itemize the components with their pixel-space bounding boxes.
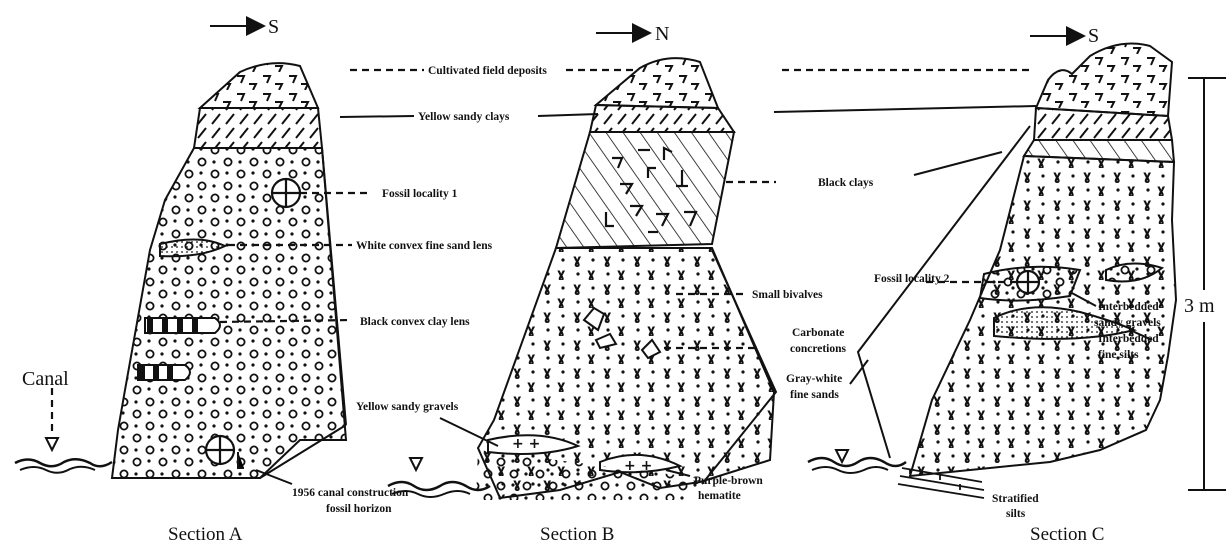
leader-yellow-clays-right (538, 114, 598, 116)
leader-gray-white-c (850, 360, 868, 384)
fossil-locality-1-symbol (272, 179, 300, 207)
section-c: S 3 m (774, 25, 1226, 545)
svg-text:+ +: + + (512, 436, 540, 452)
water-c (808, 458, 906, 466)
label-gray-white-2: fine sands (790, 389, 839, 401)
scale-label: 3 m (1184, 295, 1215, 317)
label-purple-1: Purple-brown (694, 475, 763, 487)
label-gray-white-1: Gray-white (786, 373, 842, 385)
direction-label-a: S (268, 16, 279, 38)
label-stratified-2: silts (1006, 508, 1026, 520)
black-clay-lens-lower (138, 365, 190, 380)
water-level-symbol-a (46, 438, 58, 450)
gravel-body-a (112, 148, 346, 478)
label-interbedded-gravels-2: sandy gravels (1094, 317, 1161, 329)
yellow-clay-layer-b (590, 105, 734, 132)
label-yellow-gravels: Yellow sandy gravels (356, 401, 459, 413)
water-level-symbol-c (836, 450, 848, 462)
water-a (15, 459, 112, 466)
direction-label-b: N (655, 23, 669, 45)
label-fossil-1: Fossil locality 1 (382, 188, 458, 200)
section-b-title: Section B (540, 524, 614, 545)
scale-bar: 3 m (1184, 78, 1226, 490)
label-cultivated: Cultivated field deposits (428, 65, 547, 77)
label-small-bivalves: Small bivalves (752, 289, 823, 301)
canal-label: Canal (22, 368, 69, 390)
water-level-symbol-b (410, 458, 422, 470)
label-white-lens: White convex fine sand lens (356, 240, 493, 252)
label-horizon-line2: fossil horizon (326, 503, 392, 515)
label-interbedded-silts-1: Interbedded (1098, 333, 1159, 345)
soil-layer-b (596, 58, 718, 108)
label-black-lens: Black convex clay lens (360, 316, 470, 328)
label-interbedded-silts-2: fine silts (1098, 349, 1139, 361)
label-carbonate-2: concretions (790, 343, 847, 355)
leader-black-clays-c (914, 152, 1002, 175)
leader-yellow-clays-left (340, 116, 414, 117)
label-interbedded-gravels-1: Interbedded (1098, 301, 1159, 313)
fossil-locality-2-symbol (1017, 271, 1039, 293)
section-c-title: Section C (1030, 524, 1104, 545)
leader-yellow-clays-c (774, 106, 1036, 112)
section-a-title: Section A (168, 524, 243, 545)
label-stratified-1: Stratified (992, 493, 1039, 505)
soil-layer-a (200, 63, 318, 108)
label-black-clays: Black clays (818, 177, 874, 189)
label-horizon-line1: 1956 canal construction (292, 487, 409, 499)
direction-label-c: S (1088, 25, 1099, 47)
section-b: N + + + + Sec (340, 23, 776, 545)
label-yellow-clays: Yellow sandy clays (418, 111, 510, 123)
label-fossil-2: Fossil locality 2 (874, 273, 950, 285)
label-carbonate-1: Carbonate (792, 327, 844, 339)
label-purple-2: hematite (698, 490, 741, 502)
section-a: S Canal Section A (15, 16, 372, 545)
soil-layer-c (1036, 44, 1172, 116)
yellow-clay-layer-a (194, 108, 322, 148)
